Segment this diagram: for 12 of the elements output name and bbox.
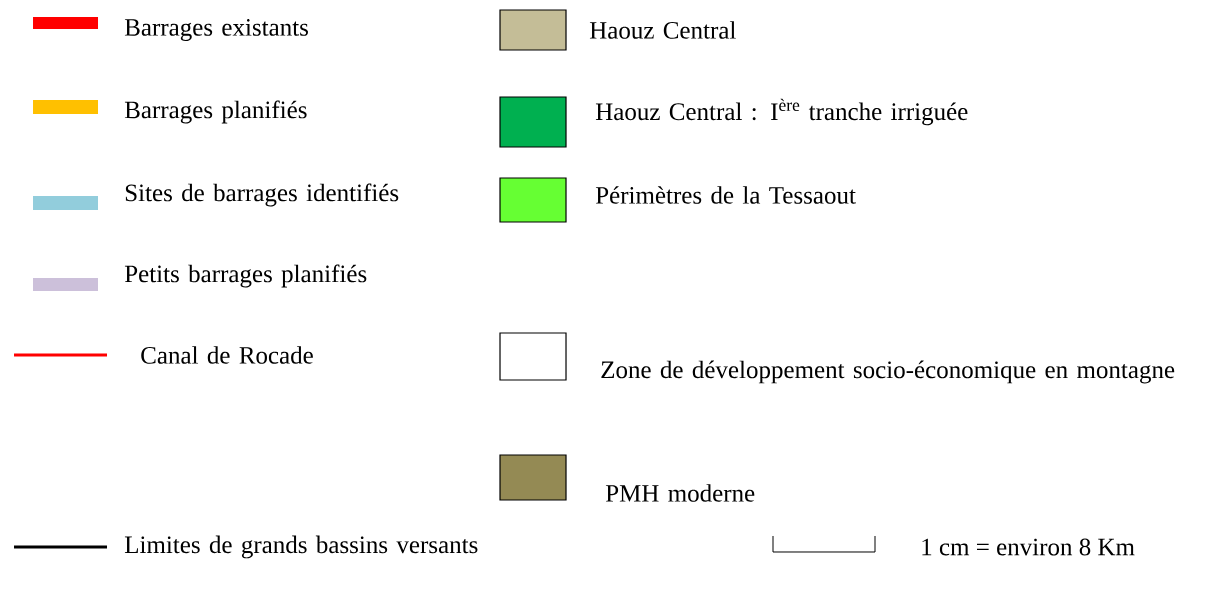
- legend-label: Canal de Rocade: [141, 346, 313, 364]
- legend-label: Limites de grands bassins versants: [124, 535, 478, 559]
- legend-label: PMH moderne: [605, 484, 755, 502]
- legend-label: Sites de barrages identifiés: [125, 183, 399, 207]
- legend-label: Barrages planifiés: [124, 100, 307, 124]
- legend-label: Haouz Central: [589, 21, 736, 39]
- scale-label: 1 cm = environ 8 Km: [922, 538, 1135, 556]
- legend-label: Barrages existants: [124, 19, 308, 41]
- legend-label: Petits barrages planifiés: [124, 264, 367, 288]
- legend-label: Zone de développement socio-économique en montagne: [601, 360, 1175, 384]
- legend-label: Haouz Central : I$^{ère}$ tranche irriguée: [595, 98, 968, 126]
- legend-label: Périmètres de la Tessaout: [595, 186, 856, 204]
